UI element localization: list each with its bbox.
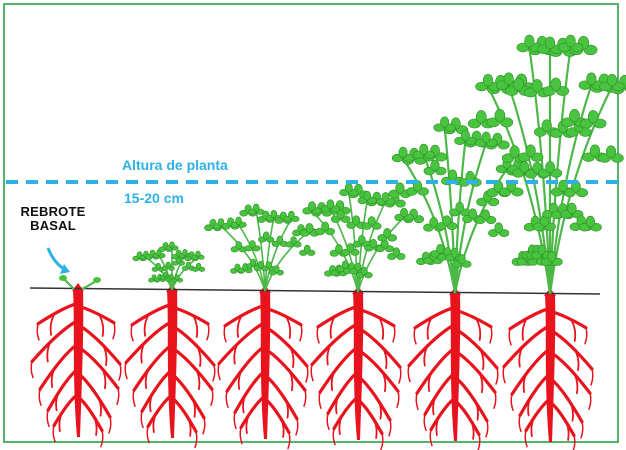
- leaflet: [378, 228, 397, 241]
- basal-regrowth-label: REBROTE BASAL: [18, 205, 88, 233]
- leaflet: [192, 263, 204, 271]
- roots-layer: [31, 283, 593, 450]
- basal-regrowth-line1: REBROTE: [18, 205, 88, 219]
- leaflet: [488, 223, 509, 237]
- leaflet: [599, 146, 624, 163]
- taproot-5: [408, 287, 498, 450]
- leaflet: [543, 78, 569, 96]
- taproot-4: [311, 286, 401, 450]
- leaflet: [376, 240, 394, 252]
- plant-height-label: Altura de planta: [122, 157, 228, 173]
- leaflet: [299, 245, 315, 256]
- height-range-label: 15-20 cm: [124, 190, 184, 206]
- leaflet: [231, 242, 247, 253]
- taproot-3: [218, 285, 308, 449]
- leaflet: [316, 222, 335, 235]
- leaflet: [518, 145, 543, 162]
- leaflet: [487, 109, 513, 127]
- taproot-1: [31, 283, 121, 447]
- regrowth-arrow: [48, 248, 70, 274]
- taproot-6: [503, 288, 593, 450]
- plant-leaves-2: [133, 242, 205, 282]
- ground-line: [30, 288, 600, 294]
- basal-regrowth-line2: BASAL: [18, 219, 88, 233]
- taproot-2: [125, 284, 215, 448]
- leaflet: [272, 236, 288, 247]
- leaflet: [436, 216, 457, 230]
- leaflet: [475, 210, 496, 224]
